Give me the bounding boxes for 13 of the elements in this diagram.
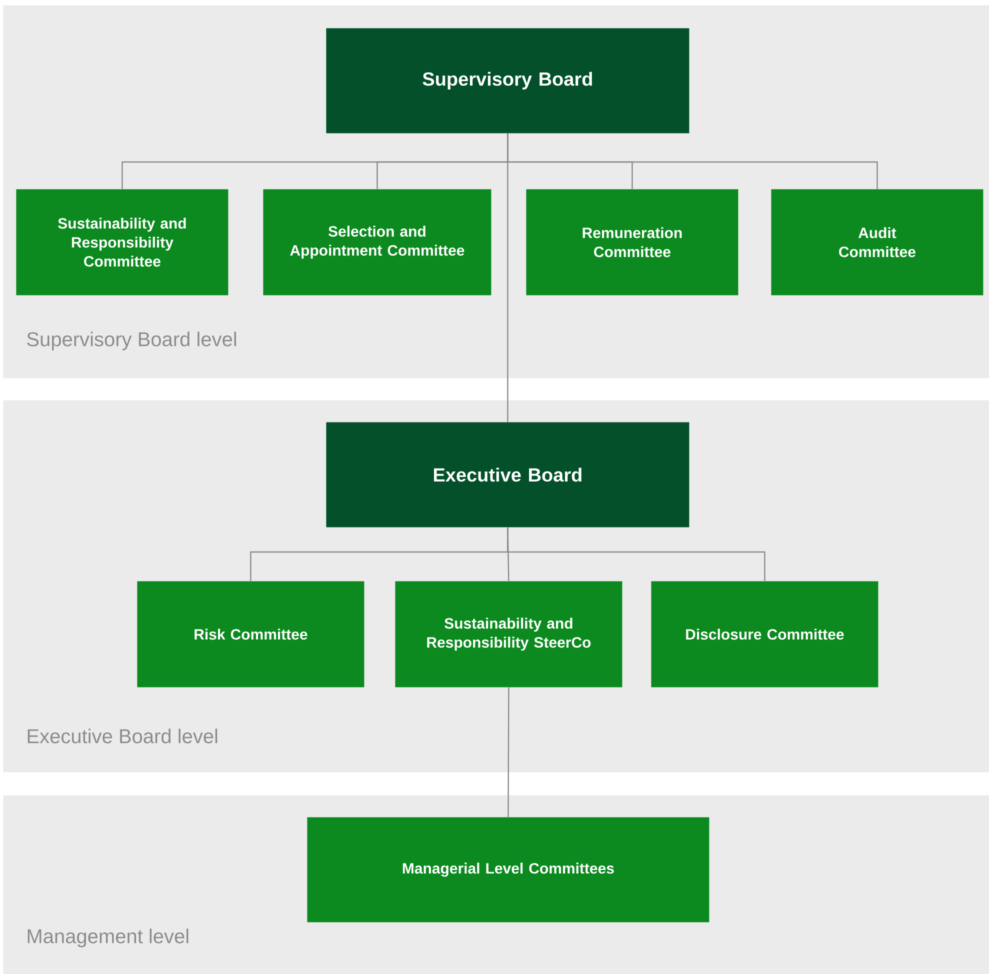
board-box: Executive Board [326, 422, 690, 528]
connector-line [507, 527, 766, 581]
board-box: Supervisory Board [326, 28, 690, 134]
committee-box: Sustainability and Responsibility Committee [16, 189, 228, 296]
committee-box: Remuneration Committee [526, 189, 738, 296]
connector-line [507, 133, 508, 422]
committee-box: Audit Committee [771, 189, 984, 296]
committee-box: Sustainability and Responsibility SteerCo [395, 581, 622, 688]
connector-line [508, 687, 510, 817]
committee-box: Selection and Appointment Committee [263, 189, 492, 296]
committee-box: Risk Committee [137, 581, 364, 688]
committee-box: Disclosure Committee [651, 581, 878, 688]
committee-box: Managerial Level Committees [307, 817, 710, 922]
